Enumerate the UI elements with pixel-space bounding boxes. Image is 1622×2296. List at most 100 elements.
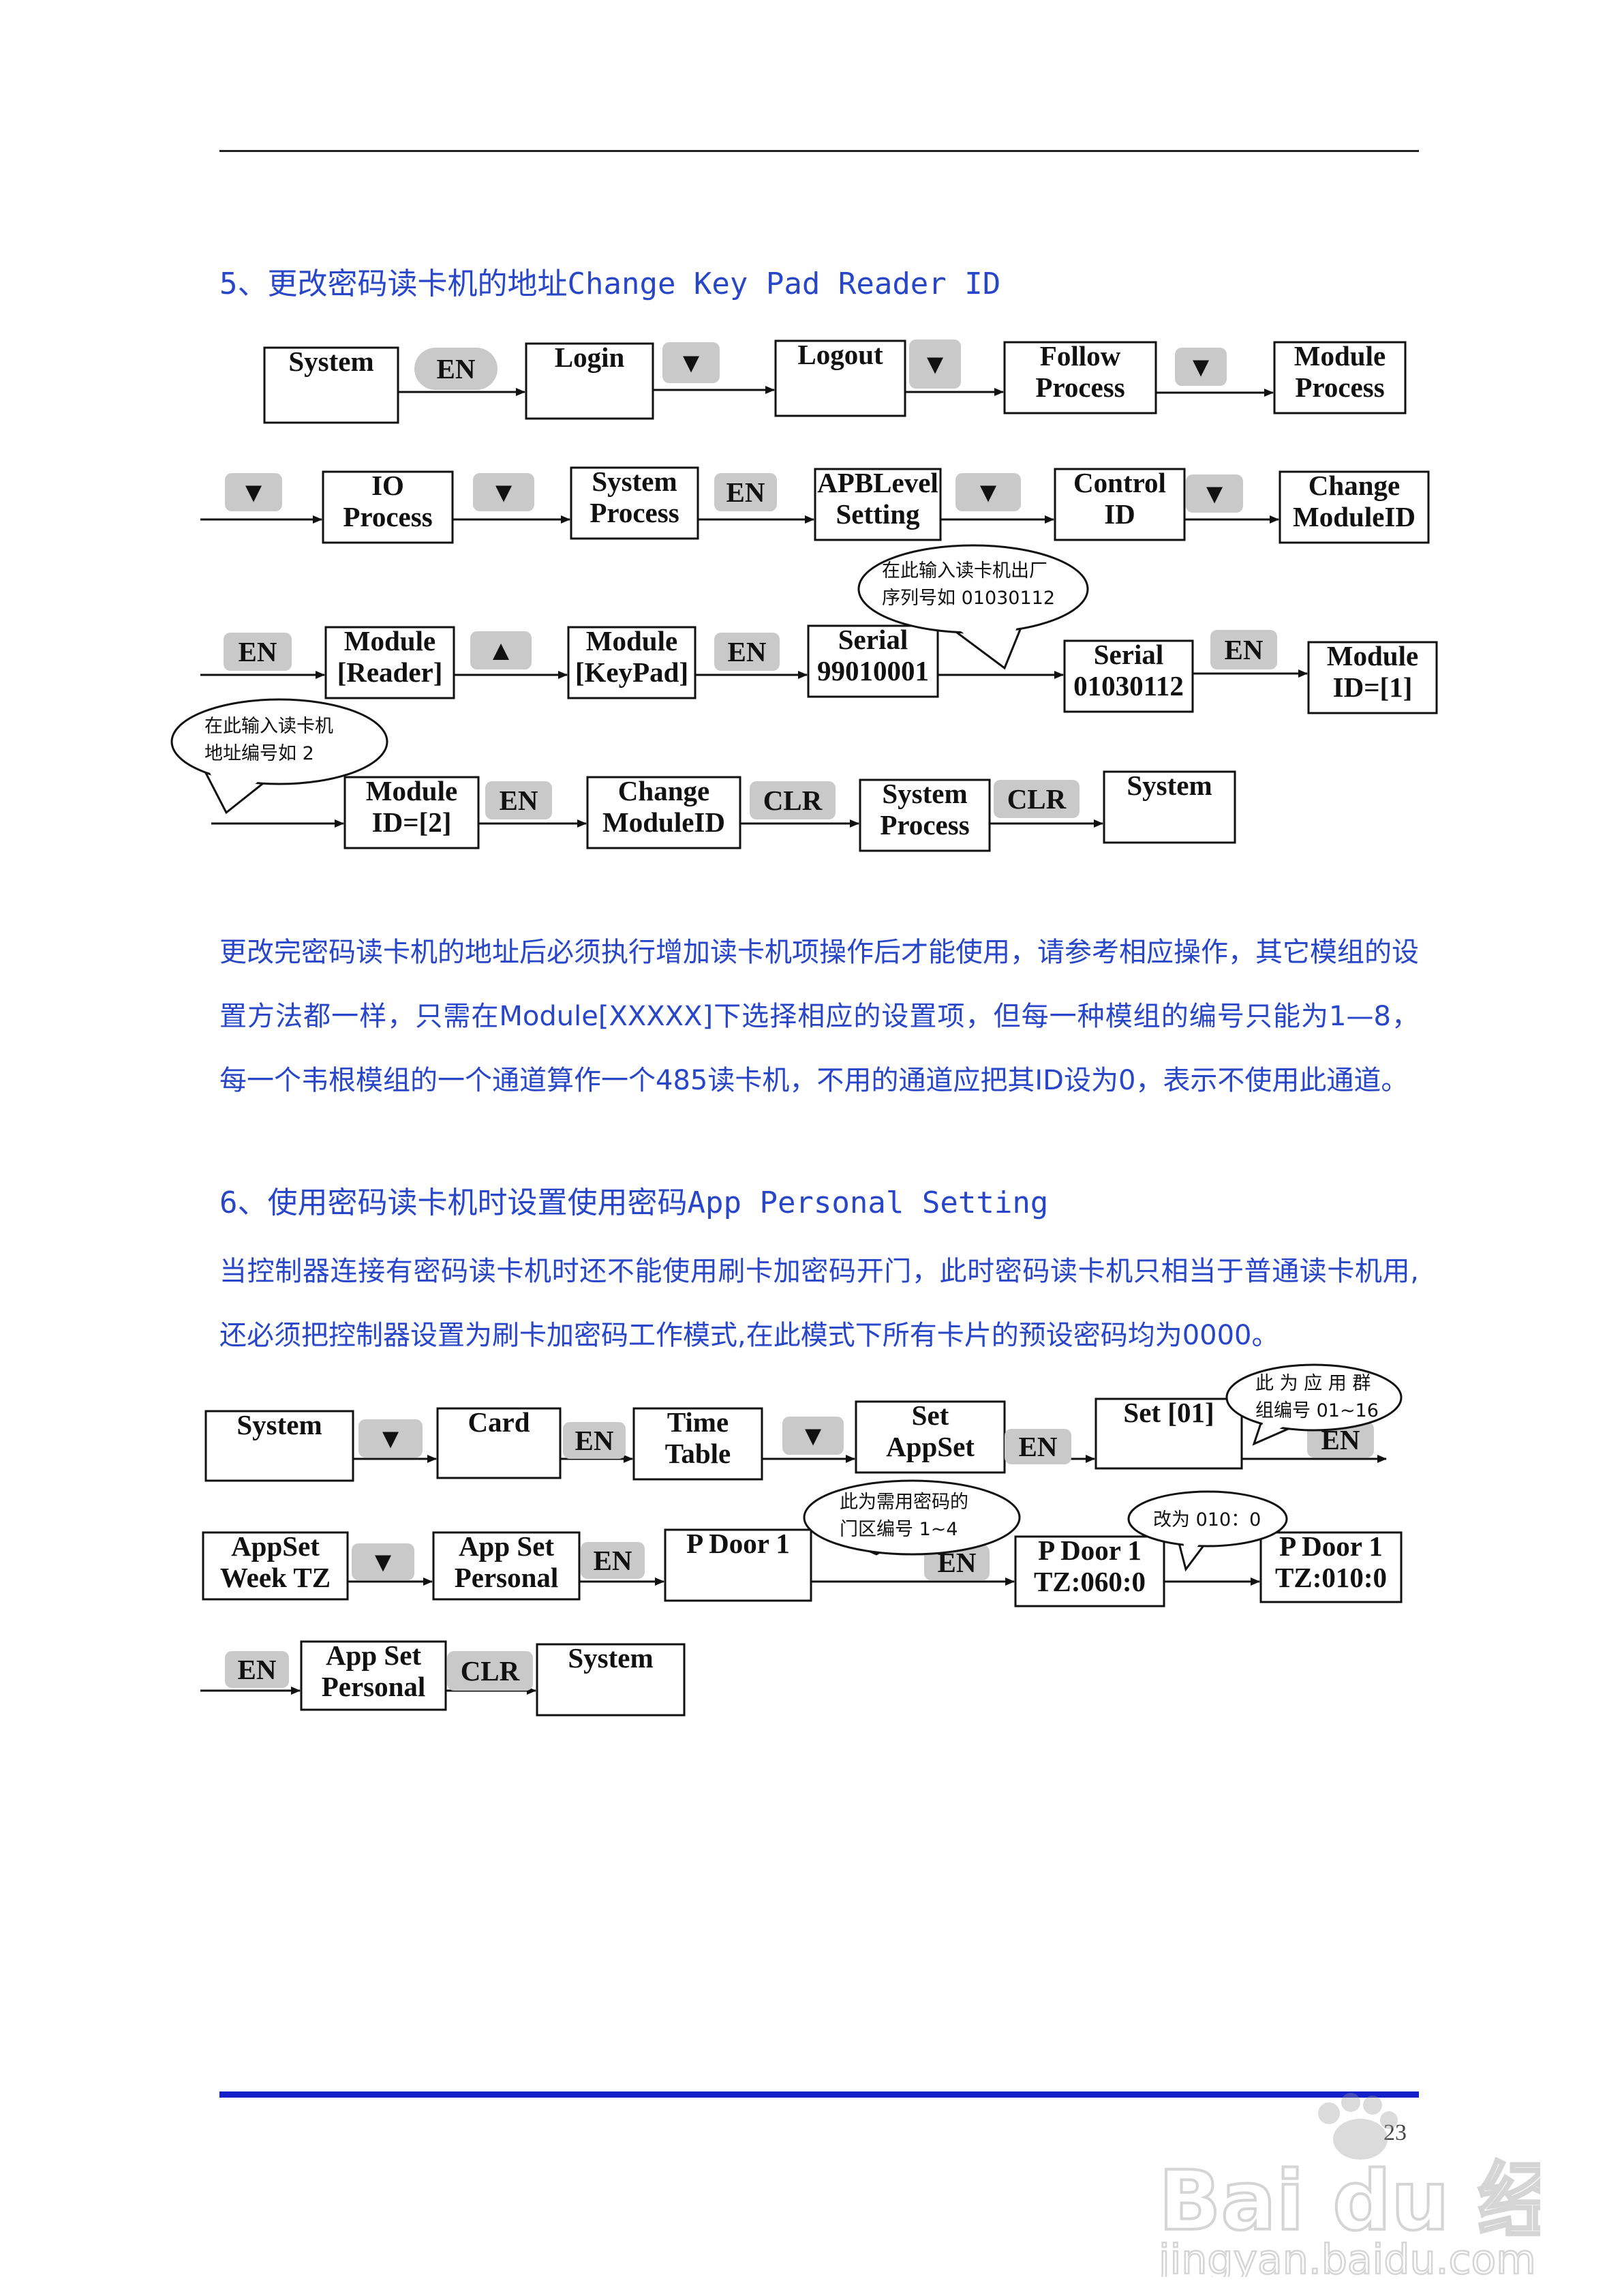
flow1-n_module-line-1: Process	[1295, 372, 1384, 403]
flow1-n_change2-line-0: Change	[618, 775, 709, 806]
flow1-n_modid2-line-0: Module	[366, 775, 457, 806]
flow2-m_appweek-line-1: Week TZ	[220, 1562, 331, 1593]
flow2-m_pdoor010-line-1: TZ:010:0	[1275, 1562, 1387, 1593]
flow1-n_follow-line-1: Process	[1035, 372, 1124, 403]
flow1-n_change2-line-1: ModuleID	[602, 806, 725, 838]
flow1-n_serial1-line-1: 99010001	[817, 655, 929, 686]
flow1-k11-key: ▲	[470, 631, 532, 669]
footer-rule	[219, 2091, 1419, 2098]
flow1-n_modid2-line-1: ID=[2]	[372, 806, 452, 838]
flow1-k12-key-label: EN	[728, 636, 767, 667]
flow2-m_time-line-1: Table	[665, 1438, 731, 1469]
flow2-m_set-line-0: Set	[912, 1400, 949, 1431]
page-number: 23	[1383, 2120, 1407, 2145]
flow1-n_system: System	[263, 346, 399, 424]
flow1-n_follow-line-0: Follow	[1040, 340, 1121, 372]
flow2-m_time-line-0: Time	[667, 1406, 729, 1438]
watermark-brand: Bai du 经验	[1159, 2154, 1540, 2249]
flow1-n_modreader: Module[Reader]	[324, 625, 455, 699]
flow2-j9-key: EN	[225, 1651, 289, 1688]
flow1-n_modkeypad-line-1: [KeyPad]	[575, 656, 688, 688]
flow2-d1-callout-line-0: 此 为 应 用 群	[1255, 1373, 1371, 1394]
flow1-k4-key-label: ▼	[1187, 351, 1215, 382]
flow2-m_set01-line-0: Set [01]	[1123, 1397, 1214, 1428]
flow1-n_sysproc-line-0: System	[592, 466, 677, 497]
flow1-c2-callout-line-0: 在此输入读卡机	[204, 716, 333, 737]
flow1-k3-key-label: ▼	[921, 348, 949, 380]
flow2-j10-key-label: CLR	[461, 1655, 520, 1687]
flow1-k2-key: ▼	[662, 342, 720, 383]
flow1-n_system2: System	[1103, 770, 1236, 844]
flow2-m_pdoor060-line-1: TZ:060:0	[1034, 1566, 1146, 1597]
flow1-k16-key-label: CLR	[1007, 783, 1067, 815]
flow2-j7-key-label: EN	[594, 1545, 632, 1576]
flow1-k14-key-label: EN	[500, 785, 538, 816]
flow1-n_logout-line-0: Logout	[797, 339, 883, 370]
flow1-n_login: Login	[525, 342, 654, 420]
flow1-k16-key: CLR	[994, 780, 1080, 818]
flow1-k6-key: ▼	[473, 473, 534, 511]
flow2-m_set01: Set [01]	[1095, 1397, 1243, 1470]
flow1-k5-key-label: ▼	[240, 477, 268, 508]
flow1-n_serial1-line-0: Serial	[838, 624, 908, 655]
flow2-j10-key: CLR	[447, 1651, 533, 1691]
flow1-n_system2-line-0: System	[1127, 770, 1212, 801]
flow1-n_apb-line-1: Setting	[836, 498, 921, 530]
flow1-n_serial2-line-0: Serial	[1094, 639, 1163, 670]
flow1-n_apb-line-0: APBLevel	[817, 467, 938, 498]
section5-heading: 5、更改密码读卡机的地址Change Key Pad Reader ID	[219, 267, 1001, 301]
flow1-n_modid1: ModuleID=[1]	[1307, 640, 1438, 714]
flow2-j6-key: ▼	[352, 1543, 414, 1580]
flow1-k8-key-label: ▼	[975, 477, 1003, 508]
flow1-n_modid1-line-1: ID=[1]	[1333, 671, 1413, 703]
flow1-n_ctrl-line-1: ID	[1104, 498, 1135, 530]
baidu-watermark-logo: Bai du 经验 jingyan.baidu.com	[1159, 2093, 1540, 2277]
flow2-j1-key: ▼	[358, 1419, 423, 1457]
flow2-d3-callout: 改为 010：0	[1127, 1490, 1288, 1572]
flow2-j3-key-label: ▼	[799, 1420, 827, 1451]
section6-heading: 6、使用密码读卡机时设置使用密码App Personal Setting	[219, 1185, 1049, 1220]
flow1-k7-key-label: EN	[726, 477, 765, 508]
flow2-d1-callout-line-1: 组编号 01~16	[1255, 1400, 1379, 1421]
flow1-k14-key: EN	[485, 781, 552, 819]
flow2-m_pdoor-line-0: P Door 1	[686, 1528, 790, 1559]
flow2-j3-key: ▼	[782, 1417, 844, 1455]
flow2-m_pdoor010-line-0: P Door 1	[1279, 1530, 1383, 1562]
flow1-n_login-line-0: Login	[555, 342, 625, 373]
flow2-m_apppers2-line-1: Personal	[322, 1671, 426, 1702]
flow1-n_system-line-0: System	[288, 346, 373, 377]
flow2-m_apppers2-line-0: App Set	[326, 1640, 421, 1671]
flow2-m_system-line-0: System	[236, 1409, 322, 1440]
flow1-k15-key-label: CLR	[763, 785, 823, 816]
flow1-k3-key: ▼	[909, 339, 961, 389]
flow1-n_modid2: ModuleID=[2]	[343, 775, 480, 849]
flow1-k10-key-label: EN	[239, 636, 277, 667]
flow1-n_modreader-line-0: Module	[344, 625, 435, 656]
flow2-j1-key-label: ▼	[377, 1423, 405, 1454]
flow2-m_pdoor060: P Door 1TZ:060:0	[1014, 1535, 1165, 1607]
flow1-n_ctrl-line-0: Control	[1073, 467, 1166, 498]
flow1-n_modreader-line-1: [Reader]	[337, 656, 443, 688]
flow2-m_pdoor060-line-0: P Door 1	[1038, 1535, 1142, 1566]
flow2-m_system2-line-0: System	[568, 1642, 653, 1674]
flow1-n_serial2-line-1: 01030112	[1073, 670, 1184, 701]
header-rule	[219, 150, 1419, 152]
flow1-n_io-line-0: IO	[371, 470, 404, 501]
flow1-k9-key: ▼	[1186, 474, 1243, 513]
flow1-k15-key: CLR	[750, 781, 836, 819]
flow1-c1-callout-line-0: 在此输入读卡机出厂	[882, 560, 1047, 581]
flow1-n_modid1-line-0: Module	[1327, 640, 1418, 671]
flow1-c1-callout-line-1: 序列号如 01030112	[882, 588, 1055, 609]
